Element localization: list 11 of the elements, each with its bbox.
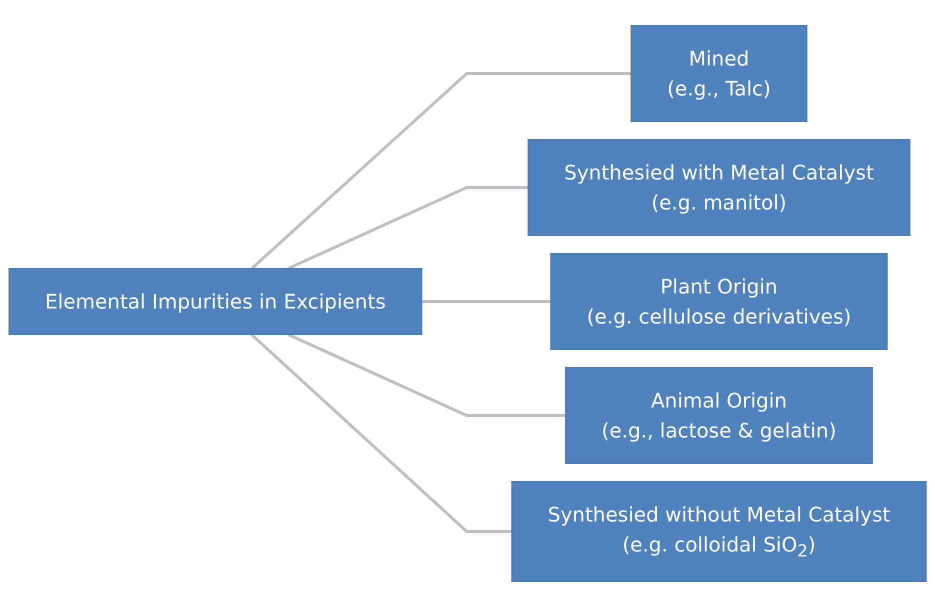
node-box [511,481,927,582]
connector [250,333,512,533]
connector [287,333,566,417]
node-box [564,367,873,464]
connector [250,72,631,270]
connector [287,186,528,270]
node-box [528,139,910,236]
node-box [630,25,808,122]
node-box [8,268,422,335]
connector [422,300,551,303]
node-box [550,253,888,350]
